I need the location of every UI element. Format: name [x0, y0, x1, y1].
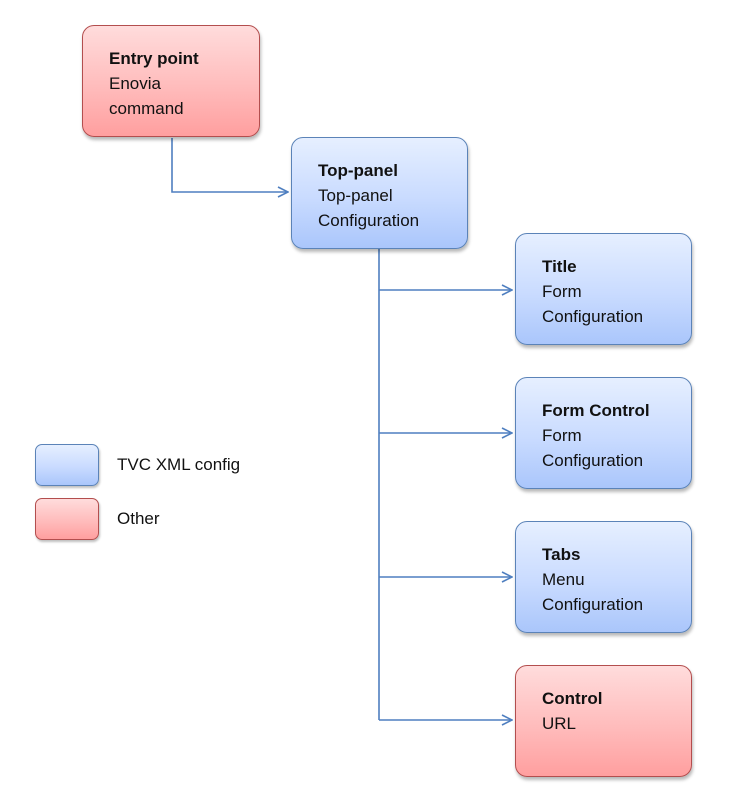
node-tabs-line-2: Configuration: [542, 595, 644, 614]
legend-label-other: Other: [117, 509, 160, 528]
node-entry-point-title: Entry point: [109, 49, 199, 68]
node-title-line-1: Form: [542, 282, 582, 301]
node-form-control: Form Control Form Configuration: [515, 377, 692, 489]
node-entry-point-line-1: Enovia: [109, 74, 161, 93]
node-form-control-line-1: Form: [542, 426, 582, 445]
node-form-control-line-2: Configuration: [542, 451, 644, 470]
node-top-panel-line-1: Top-panel: [318, 186, 393, 205]
node-entry-point-line-2: command: [109, 99, 184, 118]
connector-entry-to-toppanel: [171, 138, 288, 192]
node-title-title: Title: [542, 257, 577, 276]
node-title-line-2: Configuration: [542, 307, 644, 326]
node-tabs: Tabs Menu Configuration: [515, 521, 692, 633]
legend-label-tvc: TVC XML config: [117, 455, 241, 474]
node-tabs-title: Tabs: [542, 545, 581, 564]
node-top-panel-line-2: Configuration: [318, 211, 420, 230]
node-top-panel-title: Top-panel: [318, 161, 398, 180]
node-top-panel: Top-panel Top-panel Configuration: [291, 137, 468, 249]
node-control: Control URL: [515, 665, 692, 777]
legend-swatch-other: [35, 498, 99, 540]
legend-swatch-tvc: [35, 444, 99, 486]
node-entry-point: Entry point Enovia command: [82, 25, 260, 137]
node-form-control-title: Form Control: [542, 401, 650, 420]
node-tabs-line-1: Menu: [542, 570, 585, 589]
node-control-title: Control: [542, 689, 603, 708]
node-title: Title Form Configuration: [515, 233, 692, 345]
node-control-line-1: URL: [542, 714, 577, 733]
